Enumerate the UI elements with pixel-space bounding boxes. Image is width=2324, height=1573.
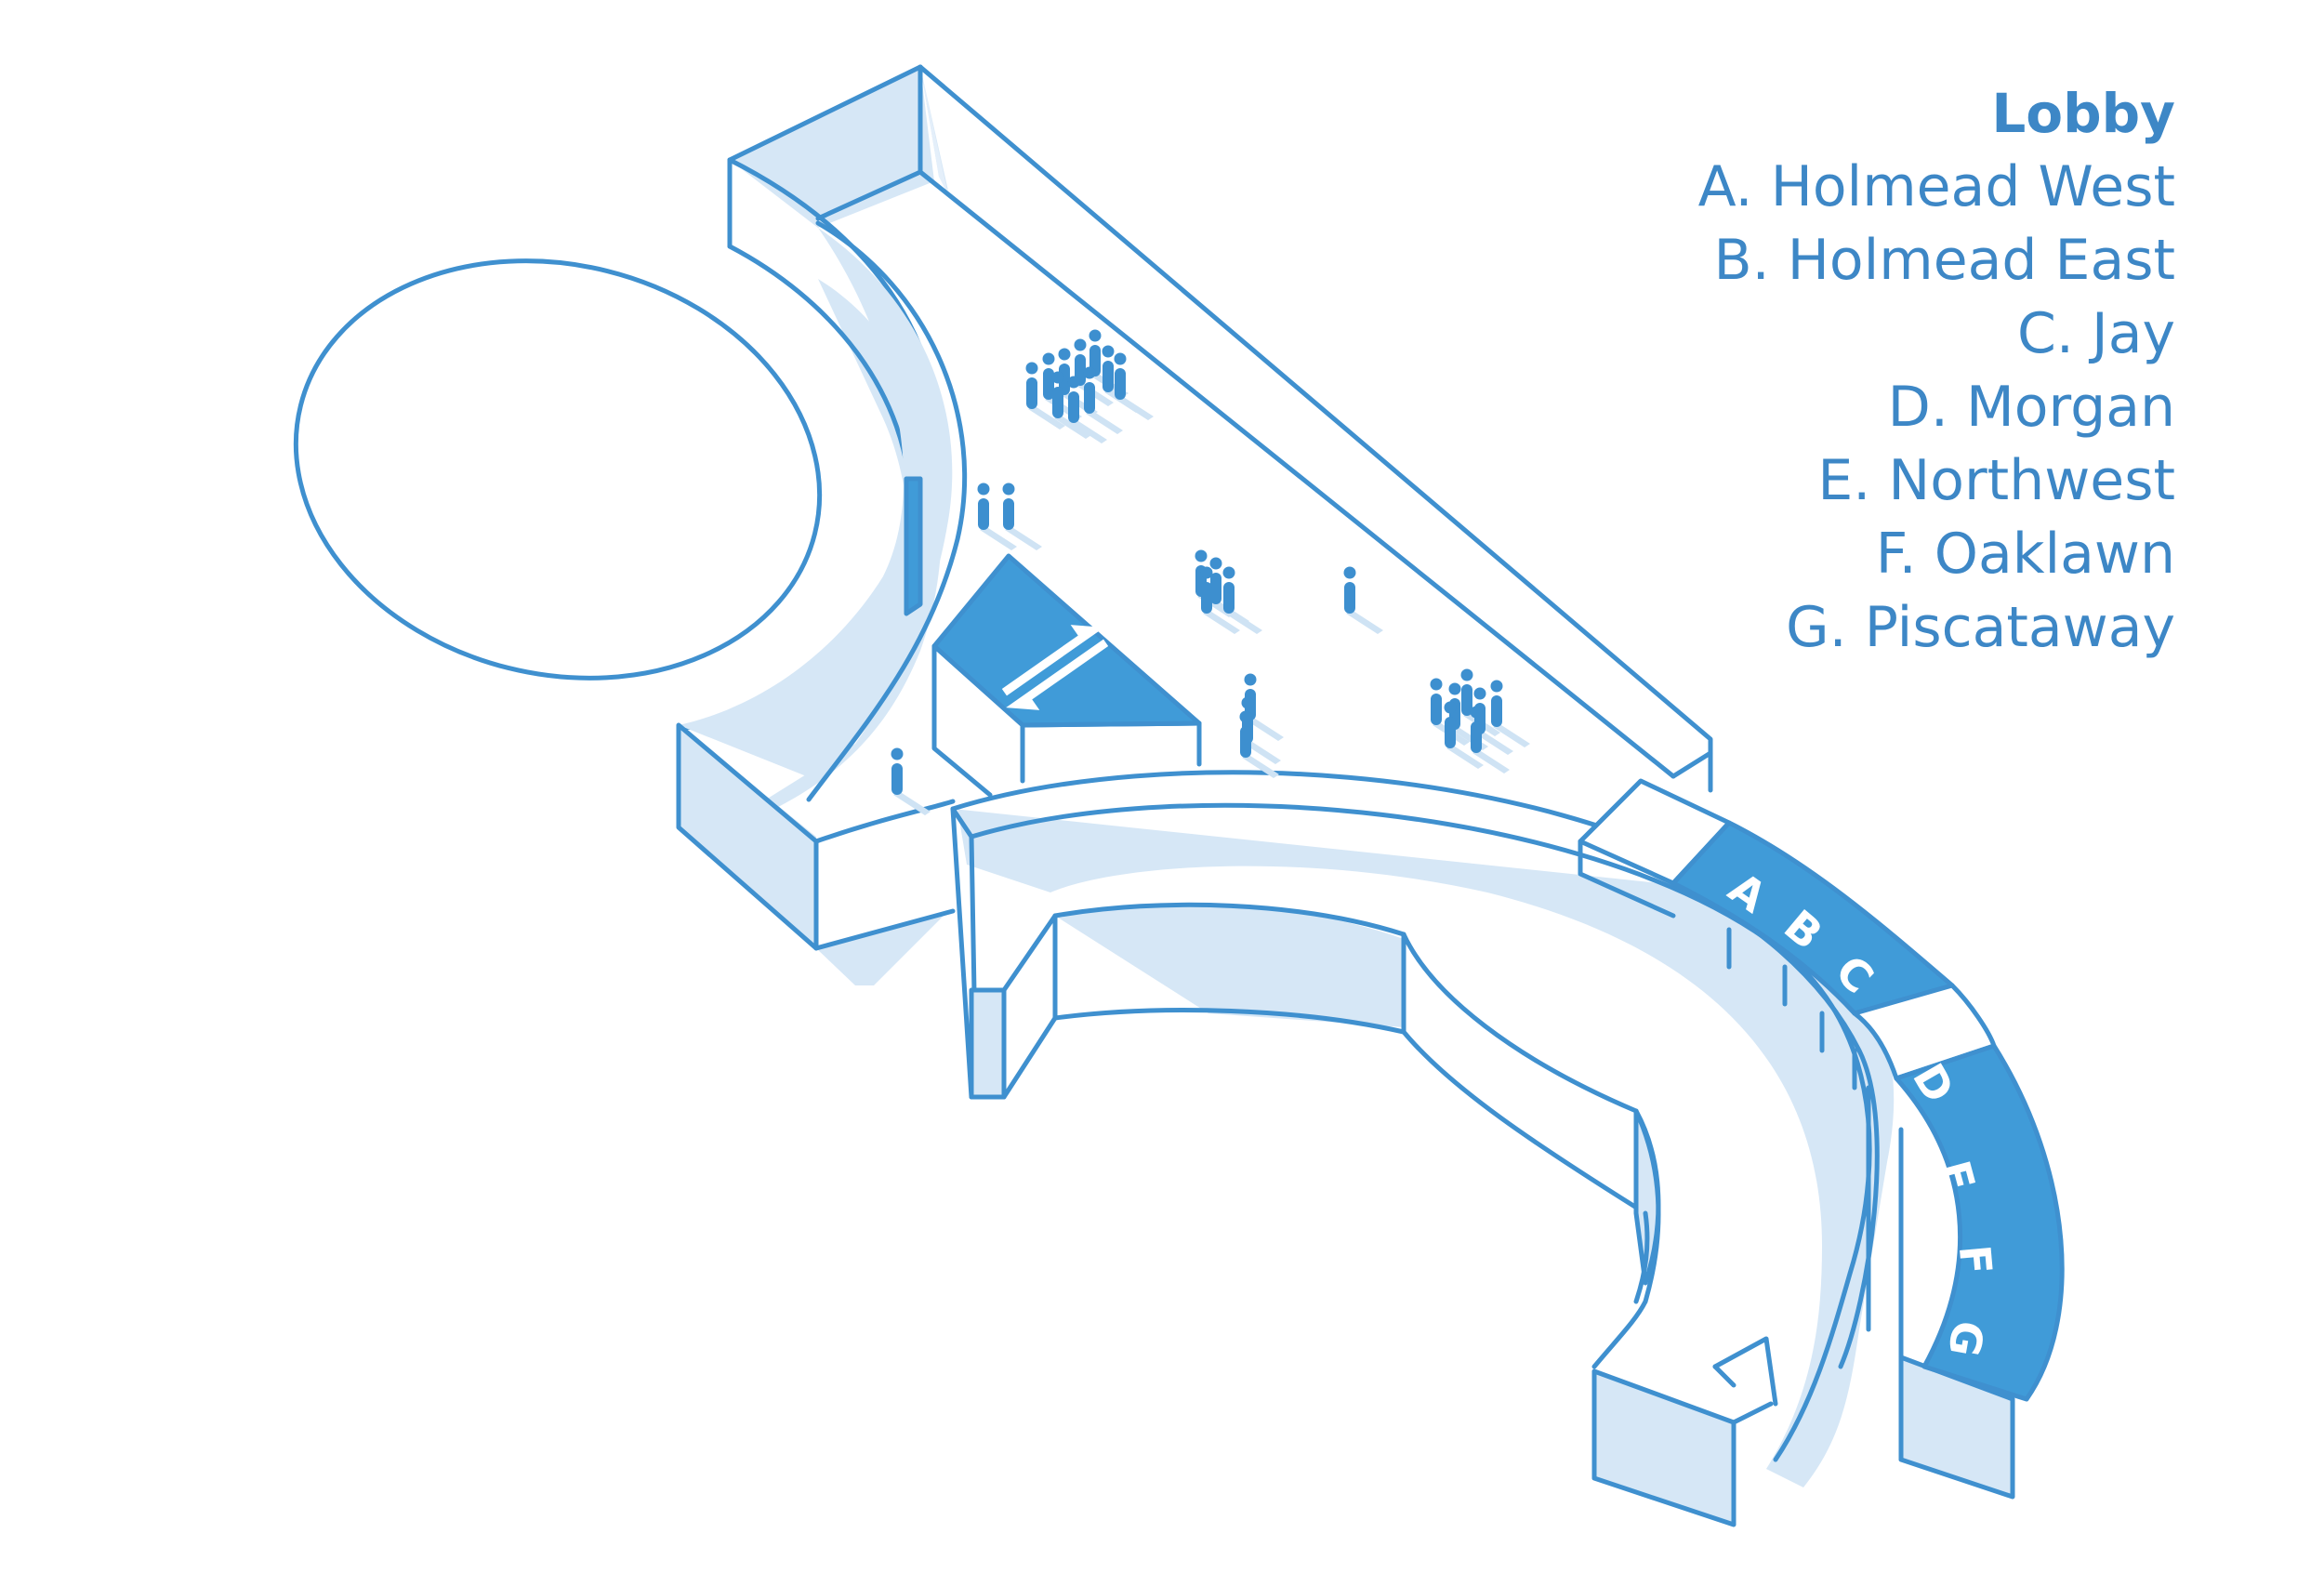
legend-item-g: G. Piscataway	[1786, 595, 2175, 660]
room-label: G	[1938, 1317, 1994, 1361]
escalator	[931, 553, 1202, 798]
meeting-rooms-stack: A B C D E F G	[1578, 778, 2065, 1500]
legend-item-f: F. Oaklawn	[1875, 522, 2175, 587]
person-icon	[1051, 371, 1091, 439]
legend-item-a: A. Holmead West	[1697, 154, 2175, 219]
inner-curved-wall	[1052, 902, 1661, 1369]
person-icon	[1343, 566, 1383, 634]
person-icon	[1460, 668, 1500, 736]
person-icon	[1490, 680, 1530, 747]
person-icon	[1222, 566, 1262, 634]
legend: Lobby A. Holmead West B. Holmead East C.…	[1698, 76, 2175, 665]
person-icon	[891, 747, 931, 815]
person-icon	[1083, 366, 1123, 434]
person-icon	[1200, 566, 1240, 634]
lower-pillar	[1591, 1336, 1778, 1527]
person-icon	[1025, 362, 1065, 430]
legend-item-d: D. Morgan	[1887, 375, 2175, 440]
person-icon	[1114, 352, 1154, 420]
person-icon	[1239, 710, 1279, 778]
legend-title: Lobby	[1991, 82, 2175, 145]
people-group	[891, 329, 1530, 815]
diagonal-corridor	[918, 64, 1713, 793]
escalator-arrows-icon	[1001, 625, 1109, 710]
atrium-curved-wall	[679, 220, 968, 802]
person-icon	[1002, 482, 1042, 550]
person-icon	[1473, 687, 1513, 755]
legend-item-e: E. Northwest	[1817, 448, 2175, 513]
room-label: F	[1949, 1243, 2002, 1276]
legend-item-b: B. Holmead East	[1713, 228, 2175, 293]
lower-left-wall	[676, 722, 956, 985]
legend-item-c: C. Jay	[2016, 301, 2175, 366]
person-icon	[1067, 376, 1107, 443]
person-icon	[1444, 701, 1484, 769]
person-icon	[977, 482, 1017, 550]
person-icon	[1470, 706, 1510, 773]
